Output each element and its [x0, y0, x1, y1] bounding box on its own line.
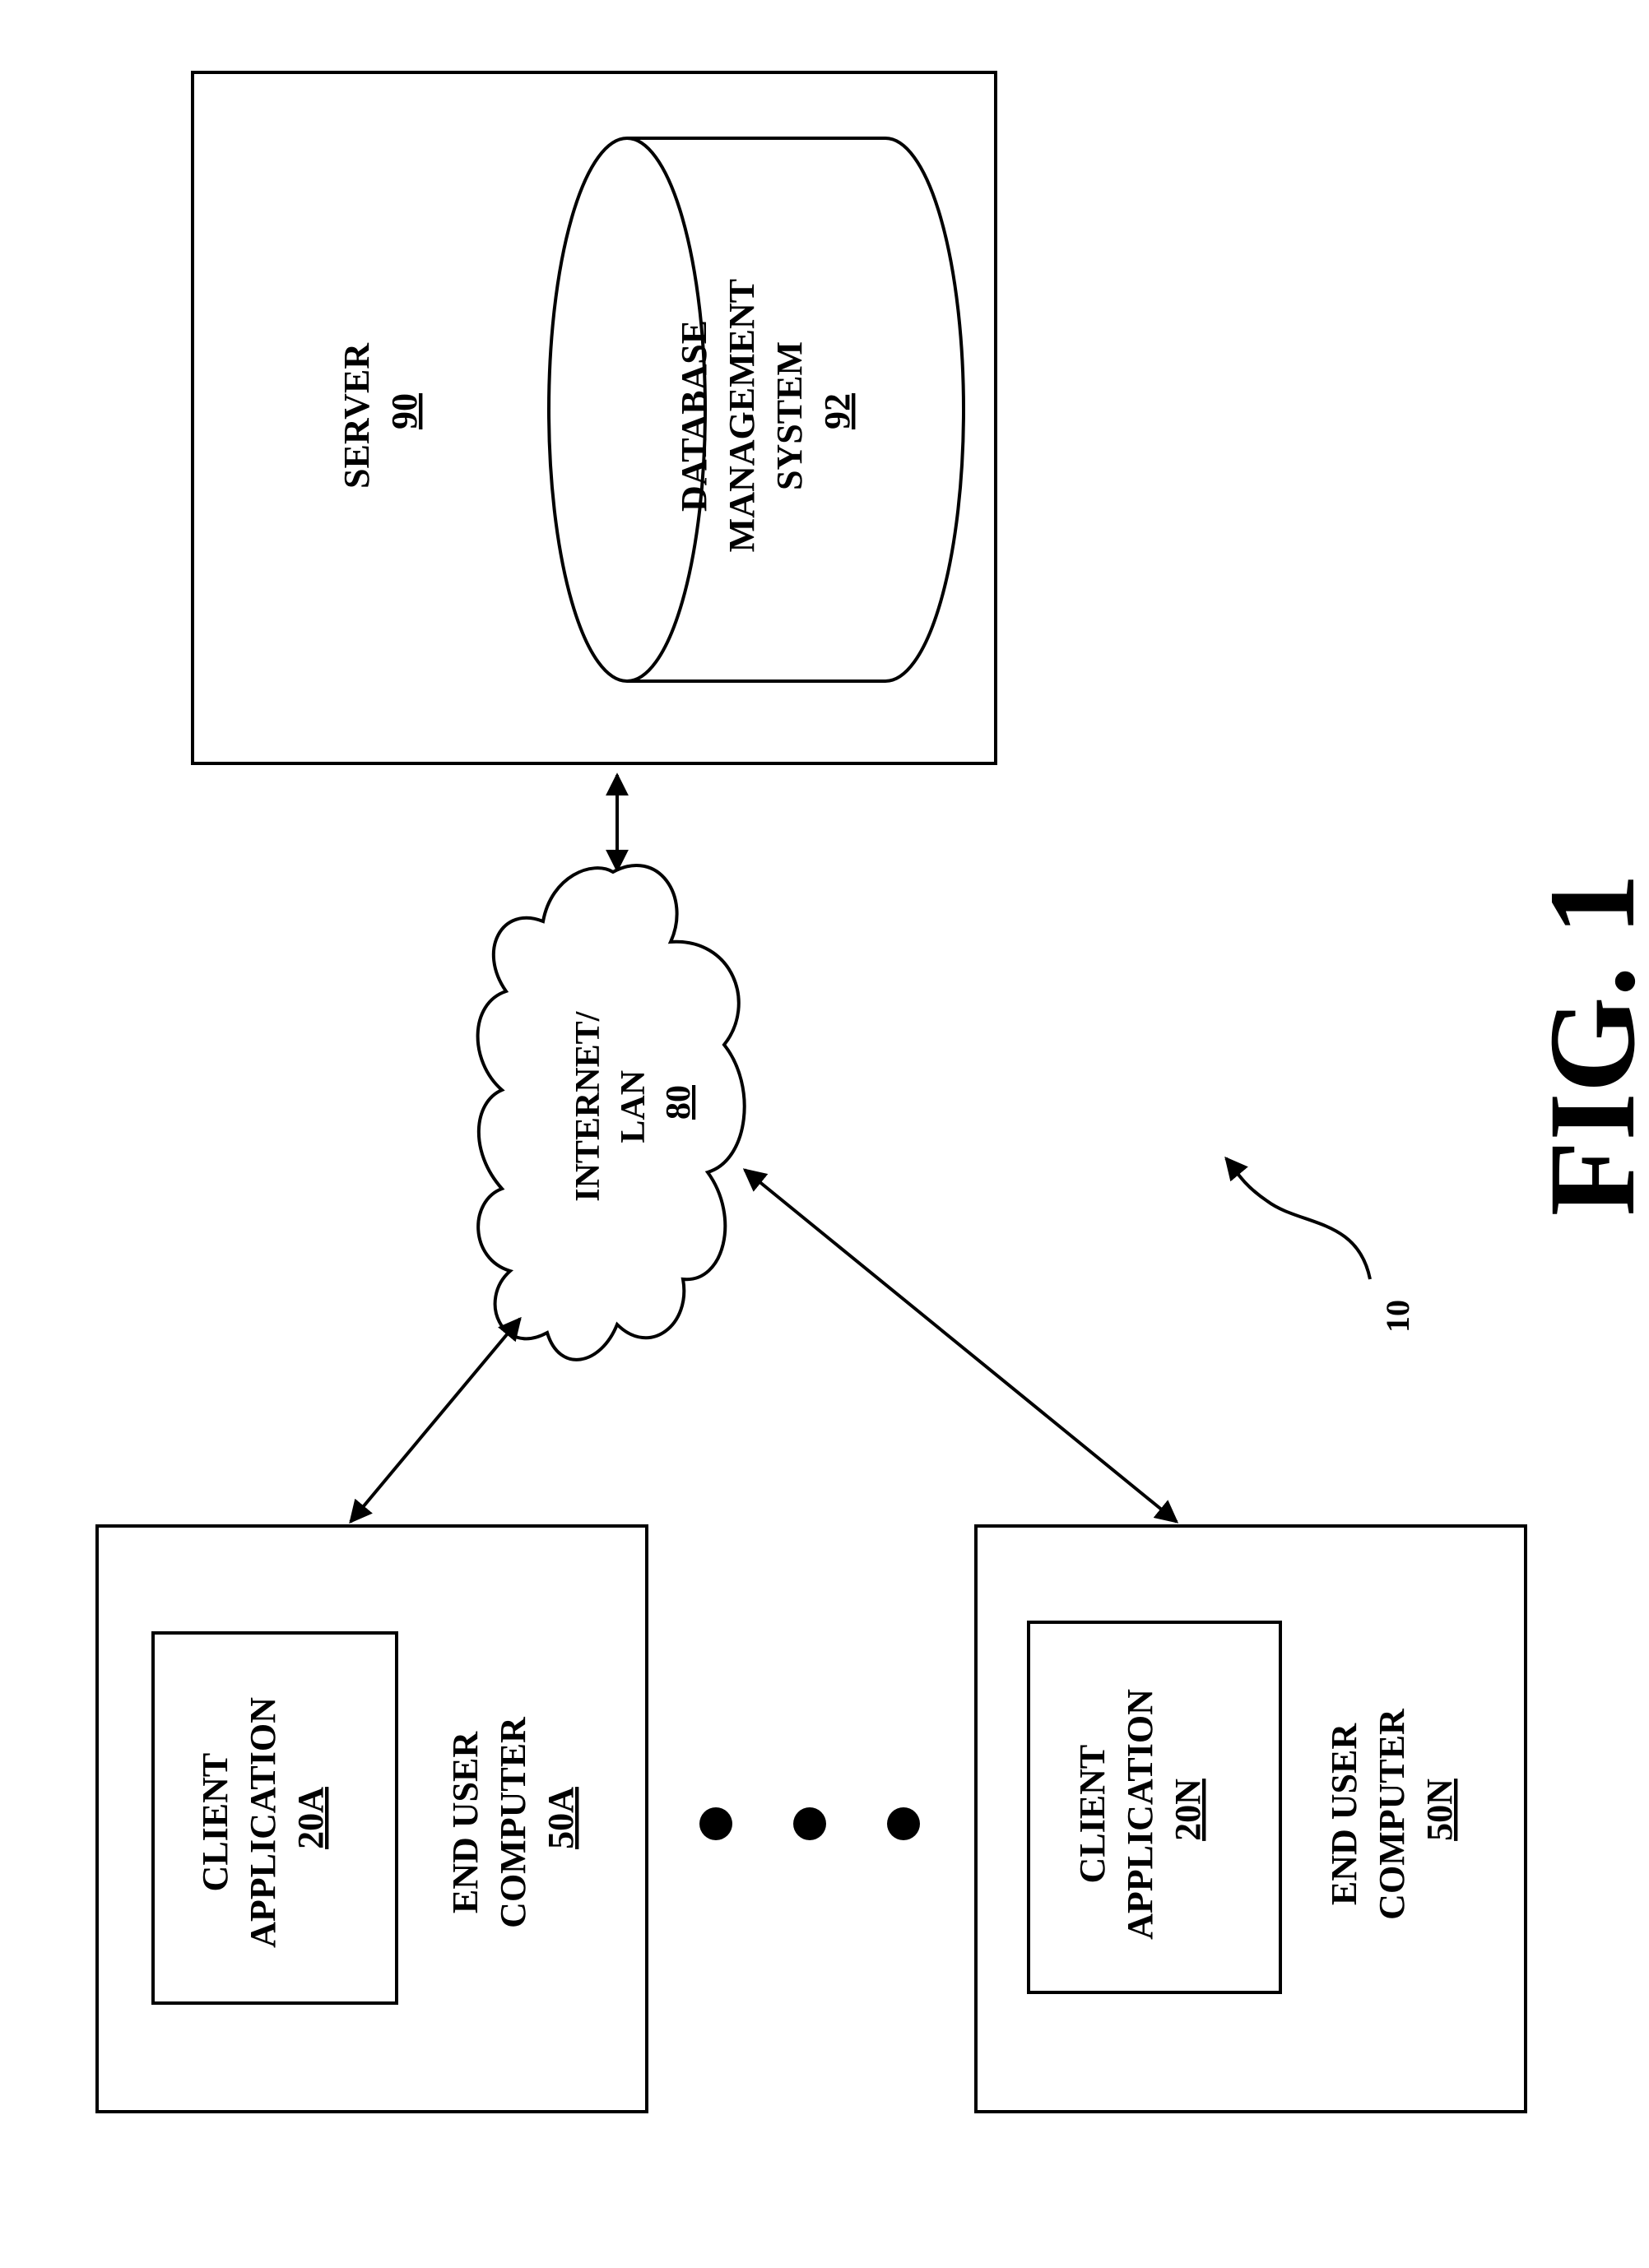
figure-label: FIG. 1: [1524, 874, 1649, 1217]
client-application-n-ref: 20N: [1168, 1779, 1208, 1841]
system-ref-label: 10: [1379, 1300, 1416, 1333]
database-cylinder: DATABASE MANAGEMENT SYSTEM 92: [549, 138, 964, 681]
network-ref: 80: [660, 1085, 698, 1120]
end-user-computer-a: CLIENT APPLICATION 20A END USER COMPUTER…: [97, 1526, 647, 2112]
network-computer-n-arrow: [745, 1170, 1177, 1522]
end-user-computer-n: CLIENT APPLICATION 20N END USER COMPUTER…: [976, 1526, 1526, 2112]
end-user-computer-a-ref: 50A: [541, 1787, 581, 1849]
server-ref: 90: [384, 393, 425, 429]
network-computer-a-arrow: [351, 1319, 520, 1522]
network-cloud: INTERNET/ LAN 80: [478, 865, 745, 1360]
client-application-a-ref: 20A: [290, 1787, 331, 1849]
dbms-ref: 92: [817, 393, 857, 429]
end-user-computer-n-ref: 50N: [1419, 1779, 1460, 1841]
ellipsis-dots: [699, 1807, 920, 1840]
system-reference: 10: [1226, 1158, 1416, 1333]
